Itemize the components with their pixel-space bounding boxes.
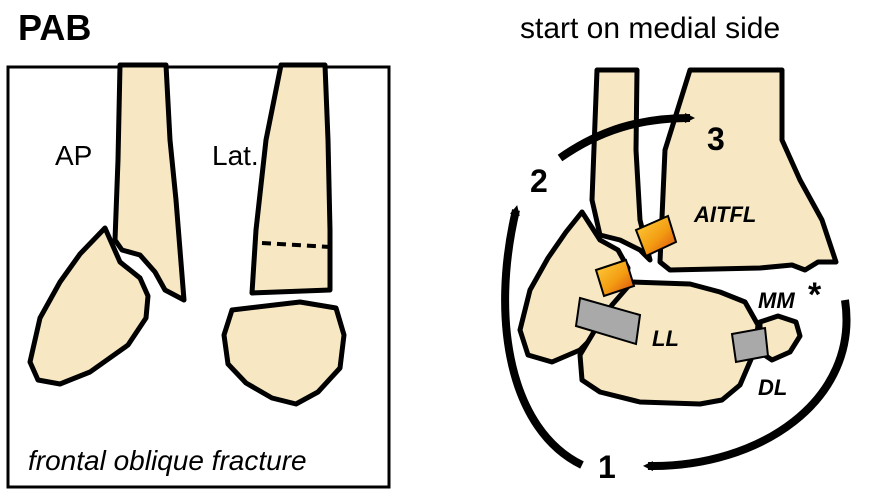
arrow-step-1	[643, 299, 851, 472]
right-panel-heading: start on medial side	[520, 12, 780, 45]
deltoid-ligament	[730, 326, 770, 364]
left-panel-caption: frontal oblique fracture	[28, 445, 307, 476]
ap-distal-fragment	[27, 225, 151, 387]
label-lat: Lat.	[212, 140, 259, 171]
tibia	[657, 67, 839, 273]
arrow-step-3	[557, 113, 695, 162]
step-number-3: 3	[707, 121, 725, 157]
ap-fibula-shaft	[112, 62, 187, 303]
label-mm: MM	[758, 288, 795, 313]
lat-distal-fragment	[221, 299, 347, 407]
fibular-torn-ligament	[594, 258, 636, 298]
lat-fracture-dashed-line	[261, 241, 331, 249]
label-dl: DL	[758, 375, 787, 400]
step-number-2: 2	[530, 163, 548, 199]
step-number-1: 1	[598, 449, 616, 485]
label-aitfl: AITFL	[693, 202, 756, 227]
label-ap: AP	[55, 140, 92, 171]
arrow-step-2	[501, 205, 584, 469]
lat-fibula-shaft	[249, 62, 333, 296]
aitfl-torn-ligament	[634, 214, 678, 258]
right-panel: start on medial side AITFL MM * LL DL 1 …	[501, 12, 851, 485]
figure-title: PAB	[18, 7, 91, 48]
label-ll: LL	[652, 326, 679, 351]
label-asterisk: *	[808, 276, 822, 314]
left-panel: AP Lat. frontal oblique fracture	[6, 62, 391, 489]
lateral-ligament	[574, 296, 642, 346]
